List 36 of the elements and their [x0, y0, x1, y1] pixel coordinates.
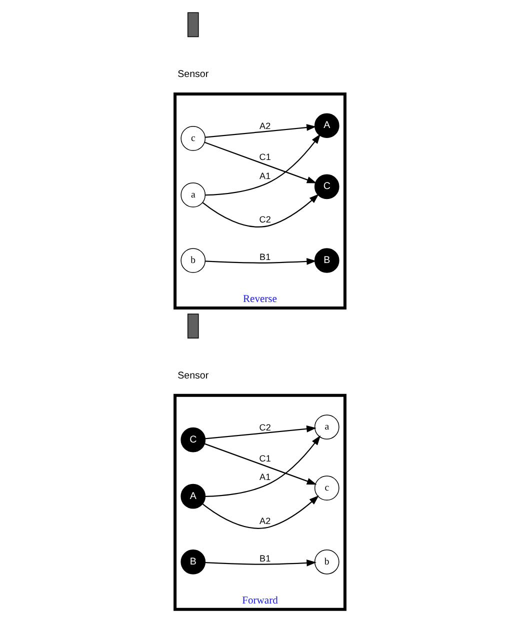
arrow: [204, 124, 316, 138]
edge-label: A2: [259, 516, 270, 526]
edge-label: B1: [259, 554, 270, 564]
node-box: [186, 314, 198, 338]
node-circle: C: [314, 174, 339, 200]
arrow: [202, 495, 318, 529]
arrow: [204, 426, 316, 440]
arrow: [204, 443, 316, 485]
arrow: [204, 435, 320, 498]
edge-label: C1: [258, 453, 270, 464]
node-circle: C: [180, 427, 206, 452]
edge-label: A2: [259, 121, 270, 132]
edge-label: C1: [258, 152, 270, 162]
node-label: Sensor: [177, 370, 208, 382]
edge-label: A1: [259, 170, 270, 181]
edge-label: A1: [259, 472, 270, 482]
node-label: Sensor: [177, 68, 208, 80]
arrow: [204, 134, 320, 196]
edge-label: C2: [258, 422, 270, 432]
node-circle: A: [180, 484, 206, 509]
node-circle: B: [314, 248, 339, 273]
node-circle: b: [180, 248, 206, 273]
node-circle: a: [180, 182, 206, 208]
arrow: [204, 559, 316, 566]
edge-label: B1: [259, 252, 270, 262]
arrow: [204, 258, 316, 265]
node-circle: c: [314, 476, 339, 500]
arrow: [202, 194, 318, 228]
node-circle: A: [314, 113, 339, 138]
node-box: [186, 12, 198, 38]
node-circle: a: [314, 414, 339, 440]
node-circle: B: [180, 549, 206, 574]
node-circle: b: [314, 549, 339, 574]
node-circle: c: [180, 126, 206, 151]
edge-label: C2: [258, 214, 270, 225]
arrow: [204, 142, 316, 184]
